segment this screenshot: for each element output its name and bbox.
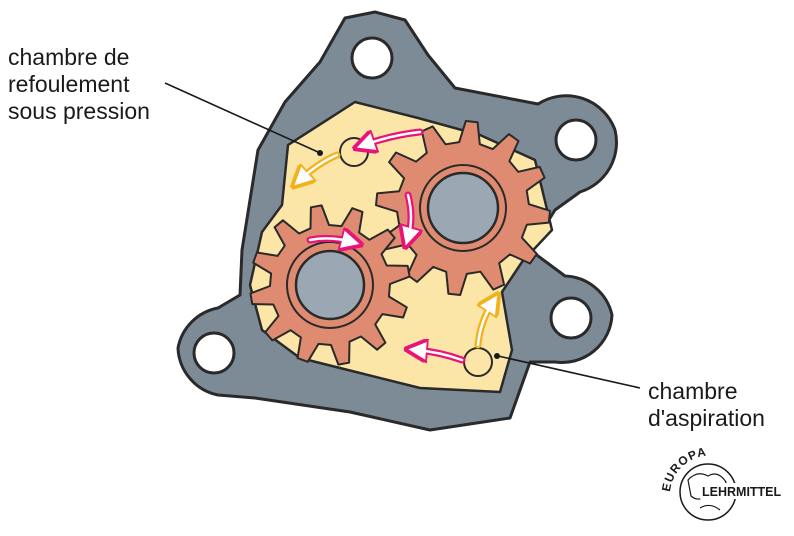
logo-side-text: LEHRMITTEL bbox=[702, 485, 782, 499]
label-line: d'aspiration bbox=[648, 405, 765, 431]
leader-marker-discharge bbox=[317, 150, 323, 156]
label-line: sous pression bbox=[8, 98, 150, 124]
mounting-hole-left bbox=[192, 331, 236, 375]
suction-port bbox=[463, 347, 493, 377]
flow-arrows bbox=[300, 128, 493, 364]
label-line: chambre de bbox=[8, 44, 130, 70]
label-line: refoulement bbox=[8, 71, 130, 97]
gear-hub-ring bbox=[419, 164, 507, 252]
label-line: chambre bbox=[648, 378, 738, 404]
gear-hub-ring bbox=[286, 241, 374, 329]
europa-logo-icon: EUROPA LEHRMITTEL bbox=[659, 445, 782, 521]
label-discharge-chamber: chambre de refoulement sous pression bbox=[8, 44, 150, 125]
mounting-hole-top bbox=[350, 36, 394, 80]
driven-gear-icon bbox=[249, 204, 411, 366]
leader-line-suction bbox=[497, 355, 641, 389]
leader-line-discharge bbox=[164, 82, 319, 153]
label-suction-chamber: chambre d'aspiration bbox=[648, 378, 765, 432]
leader-marker-suction bbox=[494, 353, 500, 359]
gear-shaft bbox=[426, 171, 500, 245]
gear-shaft bbox=[294, 249, 366, 321]
mounting-hole-right-bottom bbox=[549, 296, 593, 340]
mounting-hole-right-top bbox=[554, 118, 598, 162]
